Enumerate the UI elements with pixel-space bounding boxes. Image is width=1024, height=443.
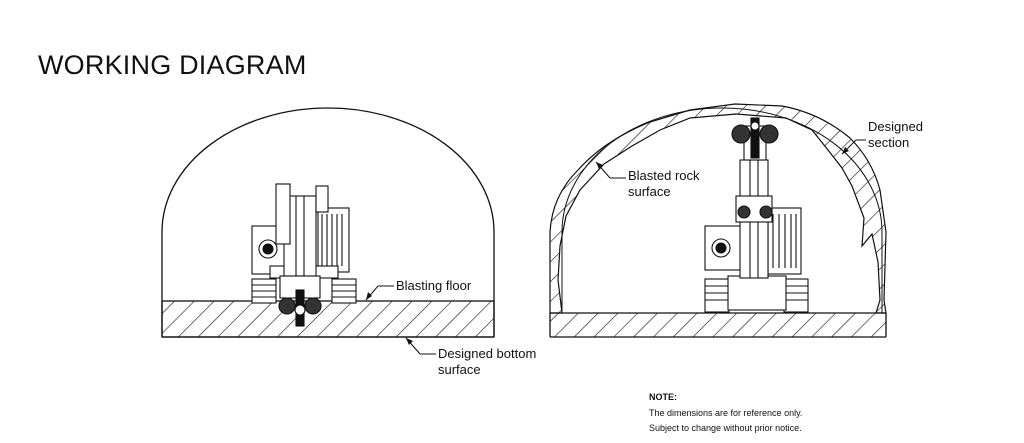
note-line-1: The dimensions are for reference only. [649, 408, 803, 418]
blasted-rock-band [549, 103, 887, 314]
leader-designed-bottom [405, 337, 436, 355]
leader-designed-section [841, 139, 866, 155]
left-tunnel-diagram [161, 107, 495, 355]
leader-blasted-rock [595, 161, 626, 179]
designed-section-label: Designed section [868, 119, 923, 150]
right-drilling-machine [704, 117, 809, 313]
blasting-floor-label: Blasting floor [396, 278, 472, 293]
note-line-2: Subject to change without prior notice. [649, 423, 802, 433]
right-floor-hatch [550, 313, 886, 337]
page-title: WORKING DIAGRAM [38, 50, 307, 80]
blasted-rock-label: Blasted rock surface [628, 168, 700, 199]
note-heading: NOTE: [649, 392, 677, 402]
designed-bottom-label: Designed bottom surface [438, 346, 537, 377]
left-tunnel-outline [161, 107, 495, 337]
right-designed-section [561, 107, 883, 313]
left-drilling-machine [251, 183, 357, 327]
left-floor-hatch [161, 300, 495, 338]
right-tunnel-diagram [549, 103, 887, 338]
leader-blasting-floor [365, 285, 394, 301]
